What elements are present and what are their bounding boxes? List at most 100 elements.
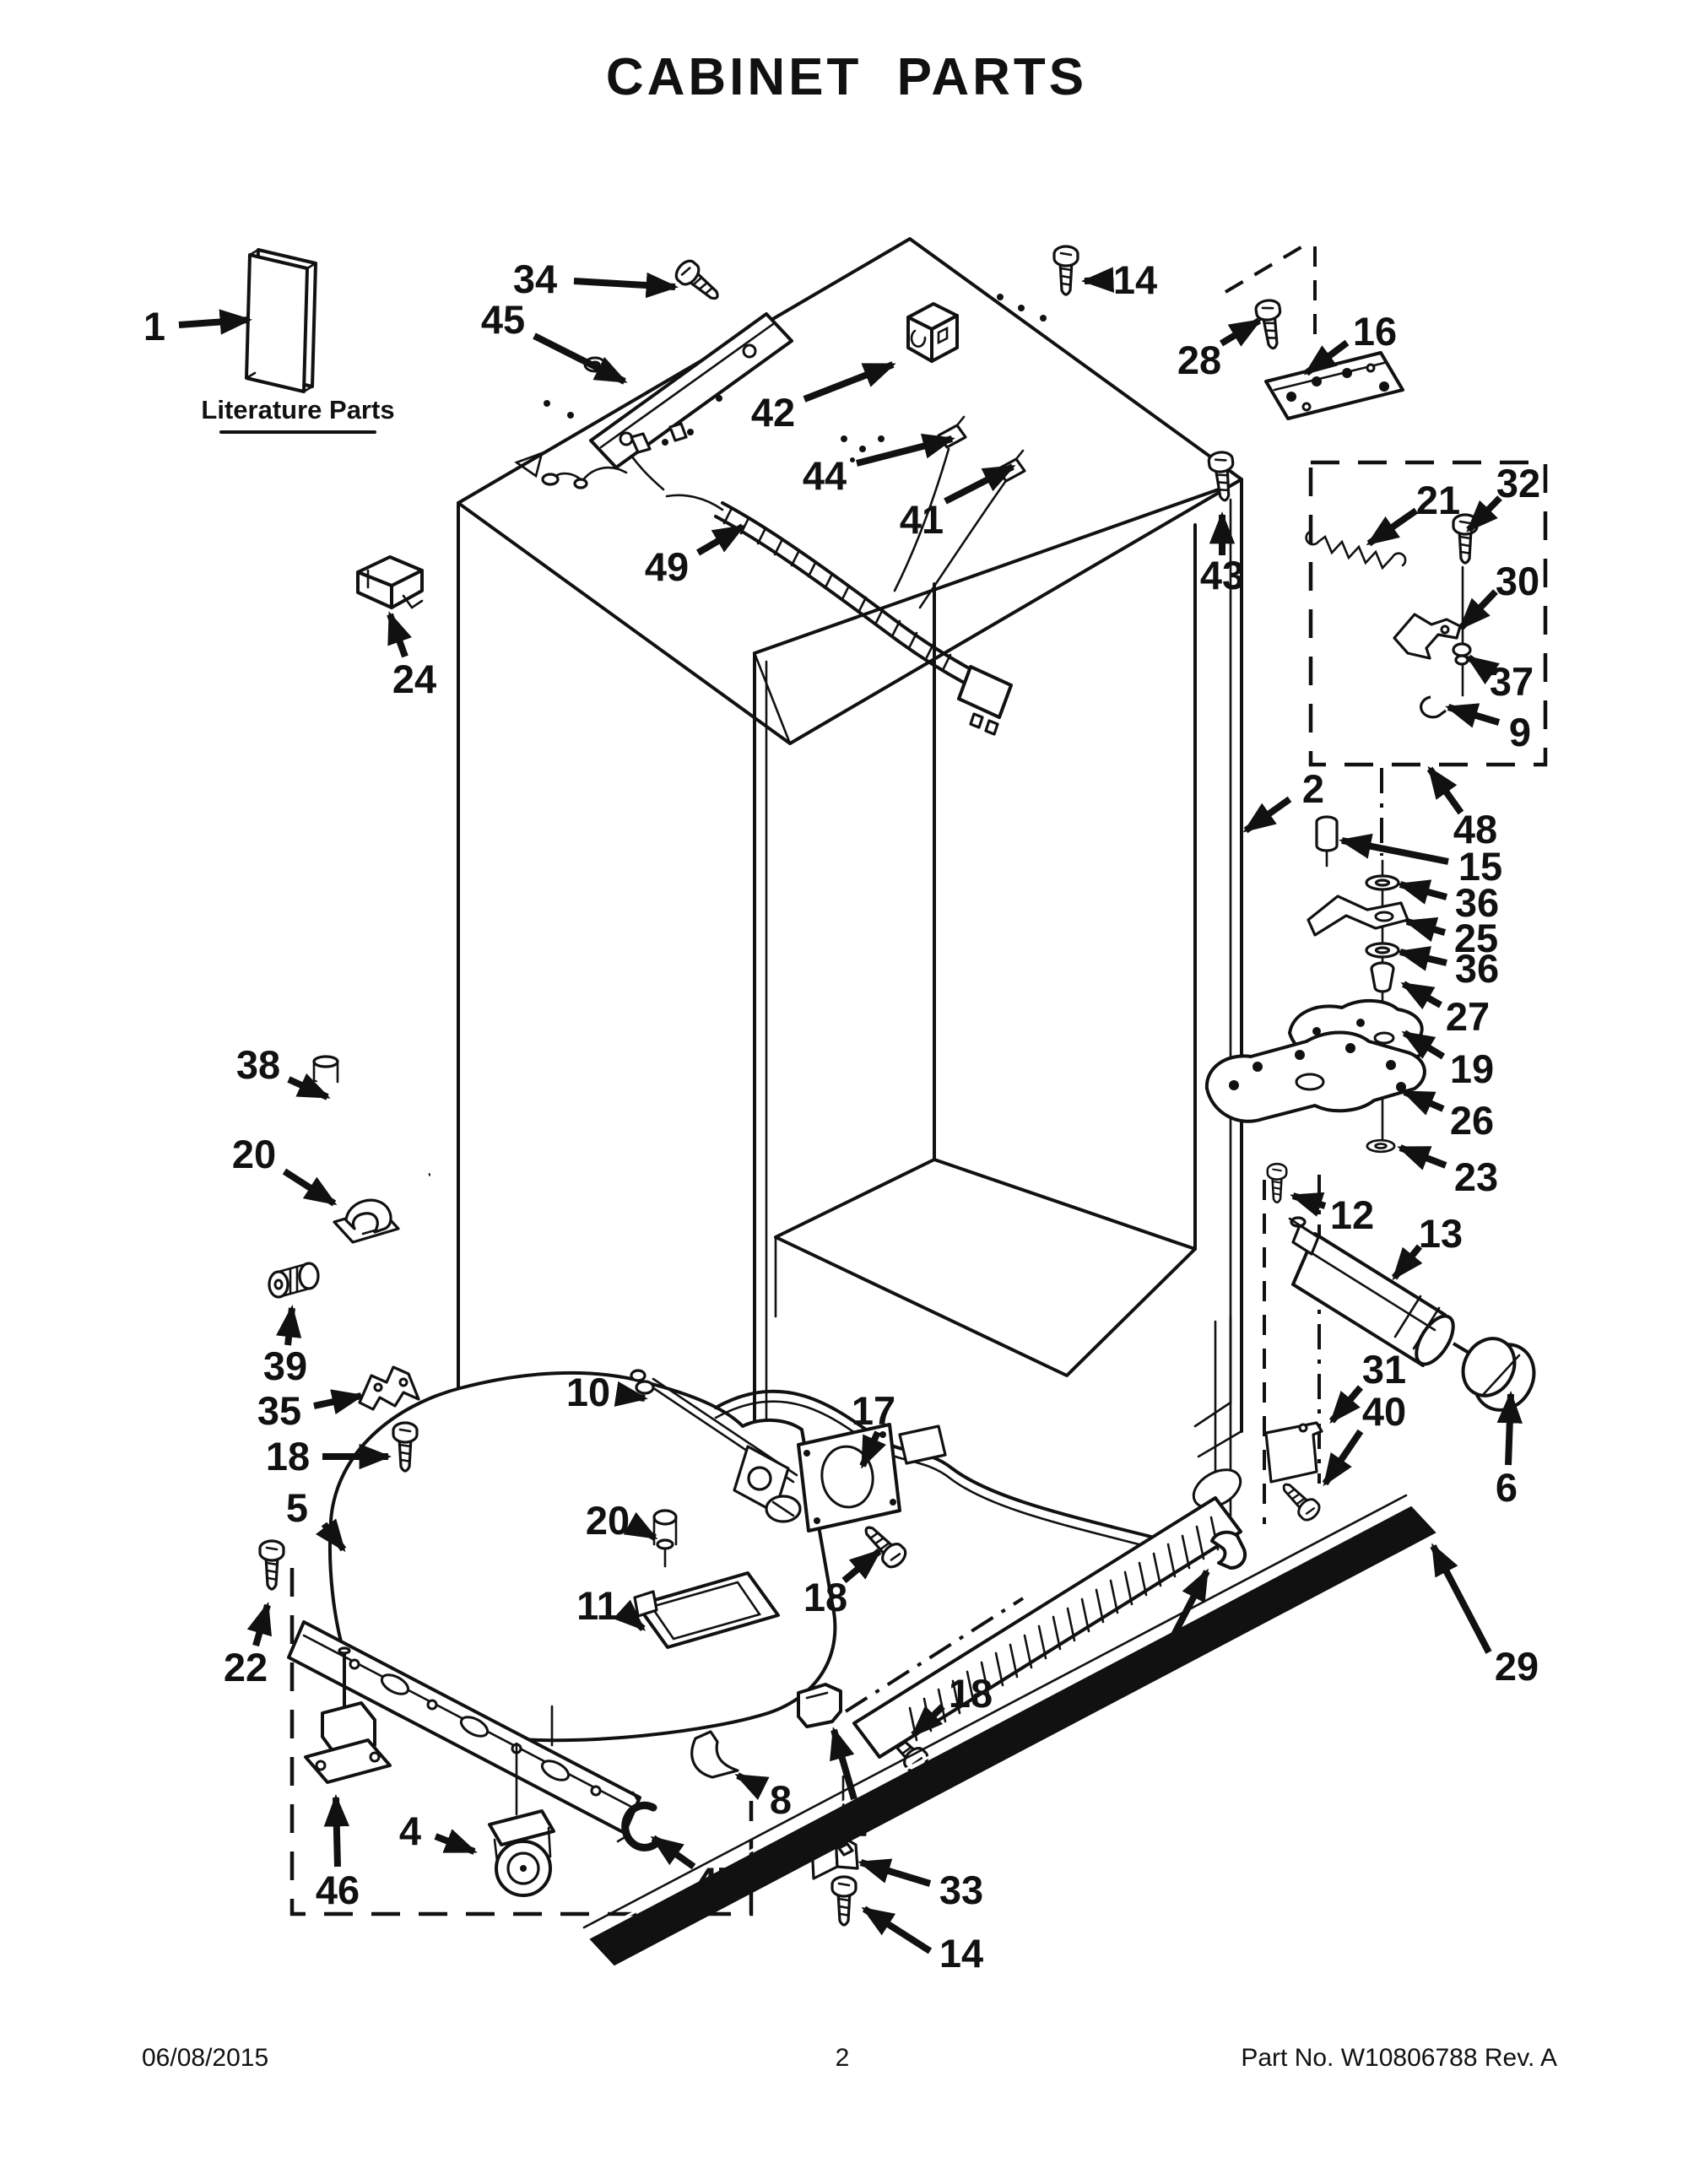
- callout-36-lower: 36: [1455, 946, 1499, 991]
- part-drain-tube-10: [630, 1369, 802, 1523]
- part-hinge-plate-26: [1204, 1030, 1426, 1123]
- callout-24: 24: [392, 657, 436, 701]
- callout-49: 49: [645, 544, 689, 589]
- callout-18-center: 18: [803, 1575, 847, 1619]
- part-e-ring-47: [616, 1791, 663, 1852]
- part-wire-harness-49: [541, 422, 1013, 736]
- part-clip-3: [1210, 1530, 1247, 1570]
- part-water-filter-13: [1288, 1216, 1455, 1367]
- callout-43: 43: [1200, 553, 1244, 597]
- part-spring-21: [1305, 530, 1407, 570]
- callout-14-bottom: 14: [939, 1931, 983, 1976]
- part-bracket-30: [1393, 613, 1462, 660]
- part-bushing-27: [1370, 961, 1395, 993]
- part-washer-23: [1366, 1138, 1396, 1154]
- part-screw-22: [258, 1539, 285, 1591]
- callout-36-upper: 36: [1455, 880, 1499, 925]
- callout-39: 39: [263, 1343, 307, 1388]
- part-washer-36-upper: [1365, 874, 1400, 891]
- callout-29: 29: [1495, 1644, 1539, 1689]
- callout-38: 38: [236, 1042, 280, 1087]
- part-hook-8: [690, 1730, 739, 1779]
- callout-13: 13: [1419, 1211, 1463, 1256]
- footer-page-number: 2: [836, 2044, 850, 2072]
- callout-26: 26: [1450, 1098, 1494, 1143]
- part-grommet-37: [1452, 642, 1472, 666]
- part-bracket-25: [1307, 895, 1409, 937]
- part-plate-31: [1264, 1421, 1323, 1484]
- part-leveler-46: [304, 1646, 392, 1784]
- part-screw-14-top: [1052, 245, 1079, 296]
- part-screw-12: [1266, 1162, 1288, 1204]
- callout-18-left: 18: [266, 1434, 310, 1479]
- callout-11: 11: [576, 1583, 619, 1628]
- callout-32: 32: [1496, 461, 1540, 505]
- part-caster-4: [488, 1742, 555, 1897]
- callout-labels: 1 34 45 42 44 41 49 14 28 16 43 21 32 30…: [143, 257, 1540, 1976]
- part-screw-40: [1275, 1476, 1324, 1525]
- callout-15: 15: [1458, 844, 1502, 889]
- callout-12: 12: [1330, 1192, 1374, 1237]
- callout-3: 3: [1121, 1651, 1143, 1695]
- callout-10: 10: [566, 1370, 610, 1414]
- callout-2: 2: [1302, 766, 1324, 811]
- callout-28: 28: [1177, 338, 1221, 382]
- callout-20-center: 20: [586, 1498, 630, 1543]
- literature-parts-label: Literature Parts: [201, 395, 394, 424]
- part-clip-7: [797, 1683, 842, 1728]
- part-terminals-44-41: [937, 415, 1026, 483]
- page-title: CABINET PARTS: [606, 48, 1087, 106]
- part-screw-14-bottom: [830, 1875, 858, 1927]
- part-screw-34: [671, 256, 727, 308]
- part-roller-39: [268, 1262, 320, 1299]
- callout-17: 17: [852, 1388, 895, 1433]
- callout-22: 22: [224, 1645, 268, 1689]
- part-clip-24: [356, 555, 424, 609]
- callout-16: 16: [1353, 309, 1397, 354]
- part-hinge-plate-16: [1264, 351, 1404, 420]
- callout-27: 27: [1446, 994, 1490, 1039]
- callout-8: 8: [770, 1777, 792, 1822]
- part-hinge-pin-15: [1315, 815, 1339, 868]
- part-hose-38: [311, 1055, 430, 1189]
- callout-35: 35: [257, 1388, 301, 1433]
- callout-25: 25: [1454, 916, 1498, 960]
- part-washer-36-lower: [1365, 942, 1400, 959]
- leader-lines: [178, 267, 1523, 1954]
- part-screw-43: [1206, 450, 1238, 503]
- part-clip-35: [358, 1365, 420, 1411]
- callout-21: 21: [1416, 478, 1460, 522]
- part-vent-panel: [852, 1496, 1242, 1759]
- part-bracket-45: [589, 312, 793, 469]
- callout-7: 7: [855, 1800, 877, 1845]
- callout-42: 42: [751, 390, 795, 435]
- part-base-rail-29: [582, 1494, 1436, 1966]
- footer-part-number: Part No. W10806788 Rev. A: [1241, 2044, 1557, 2072]
- callout-41: 41: [900, 497, 944, 542]
- callout-14-top: 14: [1113, 257, 1157, 302]
- callout-37: 37: [1490, 659, 1534, 704]
- part-filter-cap-6: [1461, 1337, 1536, 1412]
- callout-47: 47: [695, 1859, 739, 1904]
- callout-33: 33: [939, 1868, 983, 1912]
- part-switch-box-42: [906, 302, 959, 363]
- callout-45: 45: [481, 297, 525, 342]
- callout-18-right: 18: [949, 1671, 993, 1716]
- callout-48: 48: [1453, 807, 1497, 851]
- callout-23: 23: [1454, 1154, 1498, 1199]
- callout-19: 19: [1450, 1046, 1494, 1091]
- callout-4: 4: [399, 1808, 421, 1853]
- callout-46: 46: [316, 1868, 360, 1912]
- part-clamp-20-left: [333, 1198, 400, 1244]
- callout-20-left: 20: [232, 1132, 276, 1176]
- footer-date: 06/08/2015: [142, 2044, 268, 2072]
- callout-40: 40: [1362, 1389, 1406, 1434]
- callout-34: 34: [513, 257, 557, 301]
- part-literature-book: [219, 248, 376, 434]
- callout-5: 5: [286, 1485, 308, 1530]
- callout-44: 44: [803, 453, 847, 498]
- callout-9: 9: [1509, 710, 1531, 754]
- callout-6: 6: [1496, 1465, 1518, 1510]
